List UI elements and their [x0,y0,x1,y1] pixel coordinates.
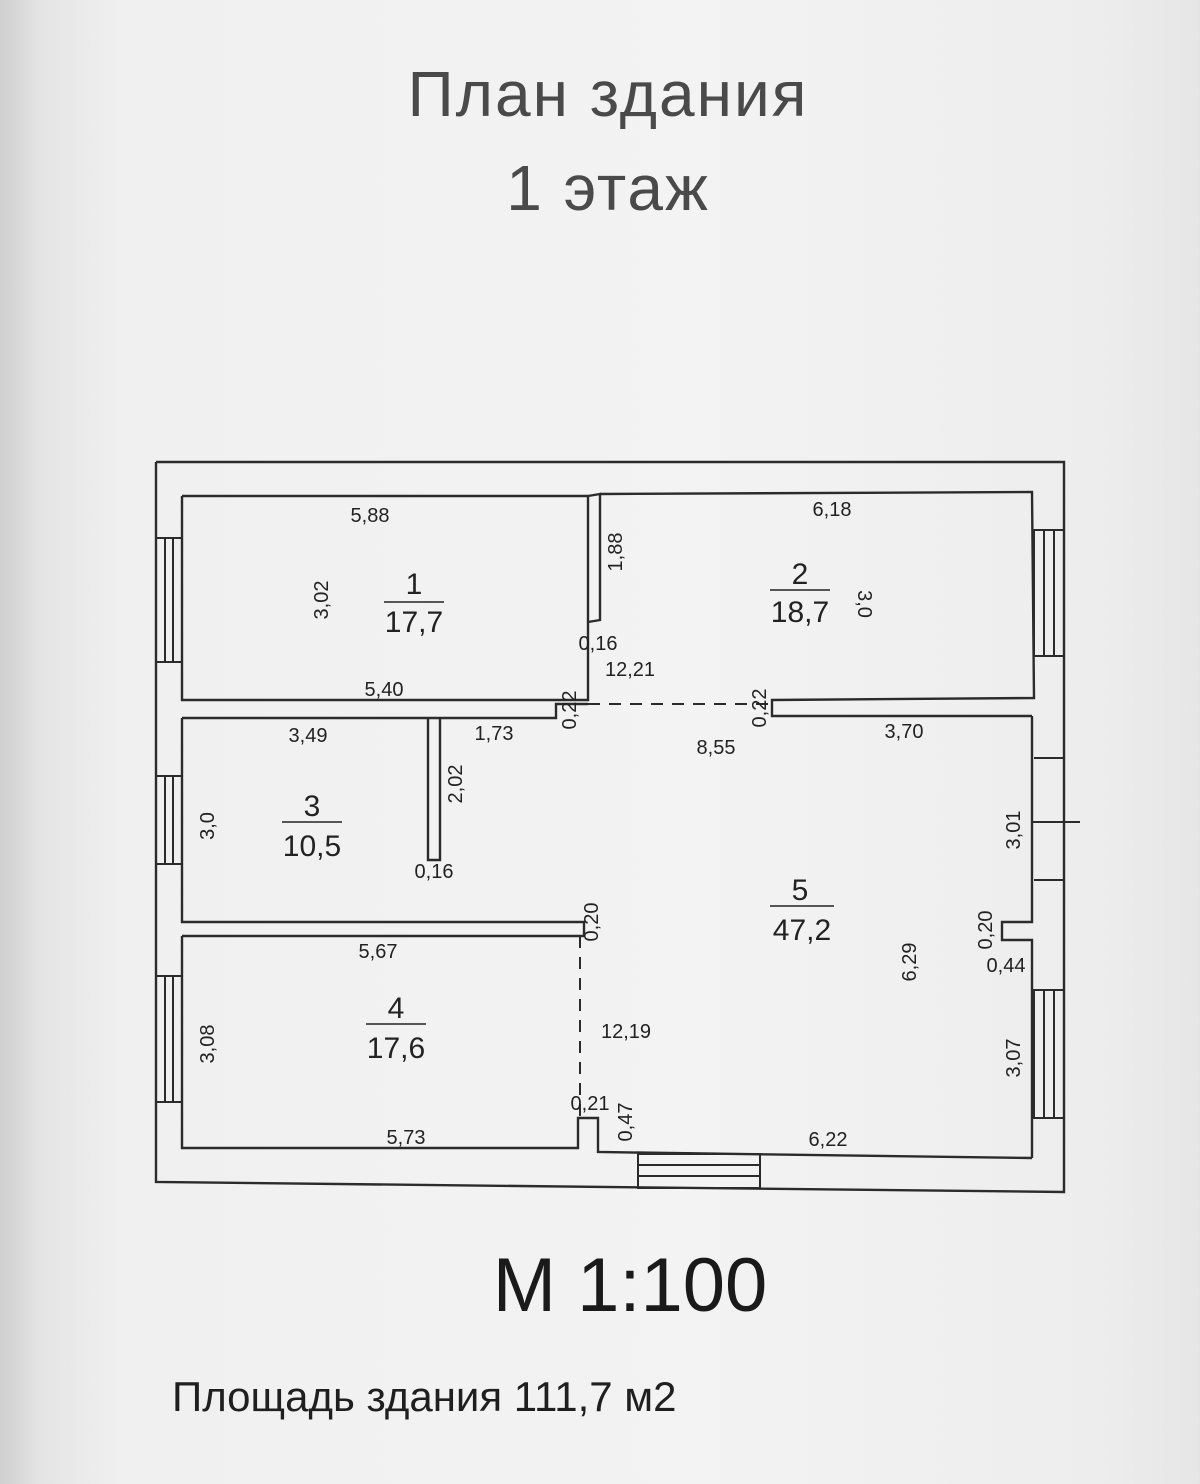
partition-1-2 [587,492,602,624]
dim-partition-3-thickness: 0,16 [415,861,454,883]
dim-room-1-width: 5,88 [351,505,390,527]
dim-door-jamb-thickness: 0,21 [571,1093,610,1115]
building-area-label: Площадь здания 111,7 м2 [172,1373,677,1420]
floor-plan-drawing: 1 17,7 2 18,7 3 10,5 4 17,6 5 47,2 5,88 … [154,460,1080,1194]
entrance-door [637,1153,761,1189]
room-5-area: 47,2 [773,914,831,947]
dim-hall-segment: 1,73 [475,723,514,745]
window-room-2 [1033,529,1065,657]
room-1-number: 1 [406,568,423,601]
dim-room-1-height: 3,02 [311,581,333,620]
dim-room-5-top-right: 3,70 [885,721,924,743]
room-2-number: 2 [792,558,809,591]
window-room-4 [155,975,183,1103]
window-room-1 [155,537,183,663]
scale-label: М 1:100 [492,1243,768,1328]
dim-hall-length-top: 12,21 [605,659,655,681]
dim-wall-step-depth: 0,44 [987,955,1026,977]
dim-partition-1-2-thickness: 0,16 [579,633,618,655]
dim-room-3-height: 3,0 [197,812,219,840]
room-2-area: 18,7 [771,596,829,629]
floor-label: 1 этаж [506,152,710,224]
dim-room-2-width: 6,18 [813,499,852,521]
room-fraction-bars [282,589,834,1025]
windows [155,529,1080,1189]
dim-hall-opening-width: 8,55 [697,737,736,759]
room-3-area: 10,5 [283,830,341,863]
outer-wall [154,460,1066,1194]
corridor-wall-left [182,702,588,720]
dim-room-4-height: 3,08 [197,1025,219,1064]
dim-partition-4-5-thickness: 0,20 [581,903,603,942]
dim-room-5-height: 6,29 [899,943,921,982]
partition-room-3 [426,718,442,862]
entrance-right-wall-frame [1032,757,1080,881]
dim-partition-3-length: 2,02 [445,765,467,804]
room-4-outline [180,936,1033,1160]
dim-room-5-right-lower: 3,07 [1003,1039,1025,1078]
room-1-area: 17,7 [385,606,443,639]
dim-door-jamb-depth: 0,47 [615,1103,637,1142]
plan-title: План здания [407,58,809,130]
dim-wall-step-thickness: 0,20 [975,911,997,950]
dim-room-1-bottom: 5,40 [365,679,404,701]
room-4-area: 17,6 [367,1032,425,1065]
dim-room-4-top: 5,67 [359,941,398,963]
dim-room-5-right-upper: 3,01 [1003,811,1025,850]
room-3-outline [180,718,586,938]
window-room-5-right [1033,989,1065,1119]
room-5-right-wall [1000,716,1034,1158]
dim-hall-length-lower: 12,19 [601,1021,651,1043]
openings [579,622,772,1118]
dim-room-2-height: 3,0 [853,590,875,618]
dim-opening-right: 0,22 [749,689,771,728]
dim-room-4-bottom: 5,73 [387,1127,426,1149]
dim-opening-left: 0,22 [559,691,581,730]
dim-room-5-bottom: 6,22 [809,1129,848,1151]
room-2-outline [599,490,1036,718]
walls [154,460,1066,1194]
window-room-3 [155,775,183,865]
room-3-number: 3 [304,790,321,823]
dim-partition-1-2-length: 1,88 [605,533,627,572]
dim-room-3-width: 3,49 [289,725,328,747]
room-5-number: 5 [792,874,809,907]
room-4-number: 4 [388,992,405,1025]
